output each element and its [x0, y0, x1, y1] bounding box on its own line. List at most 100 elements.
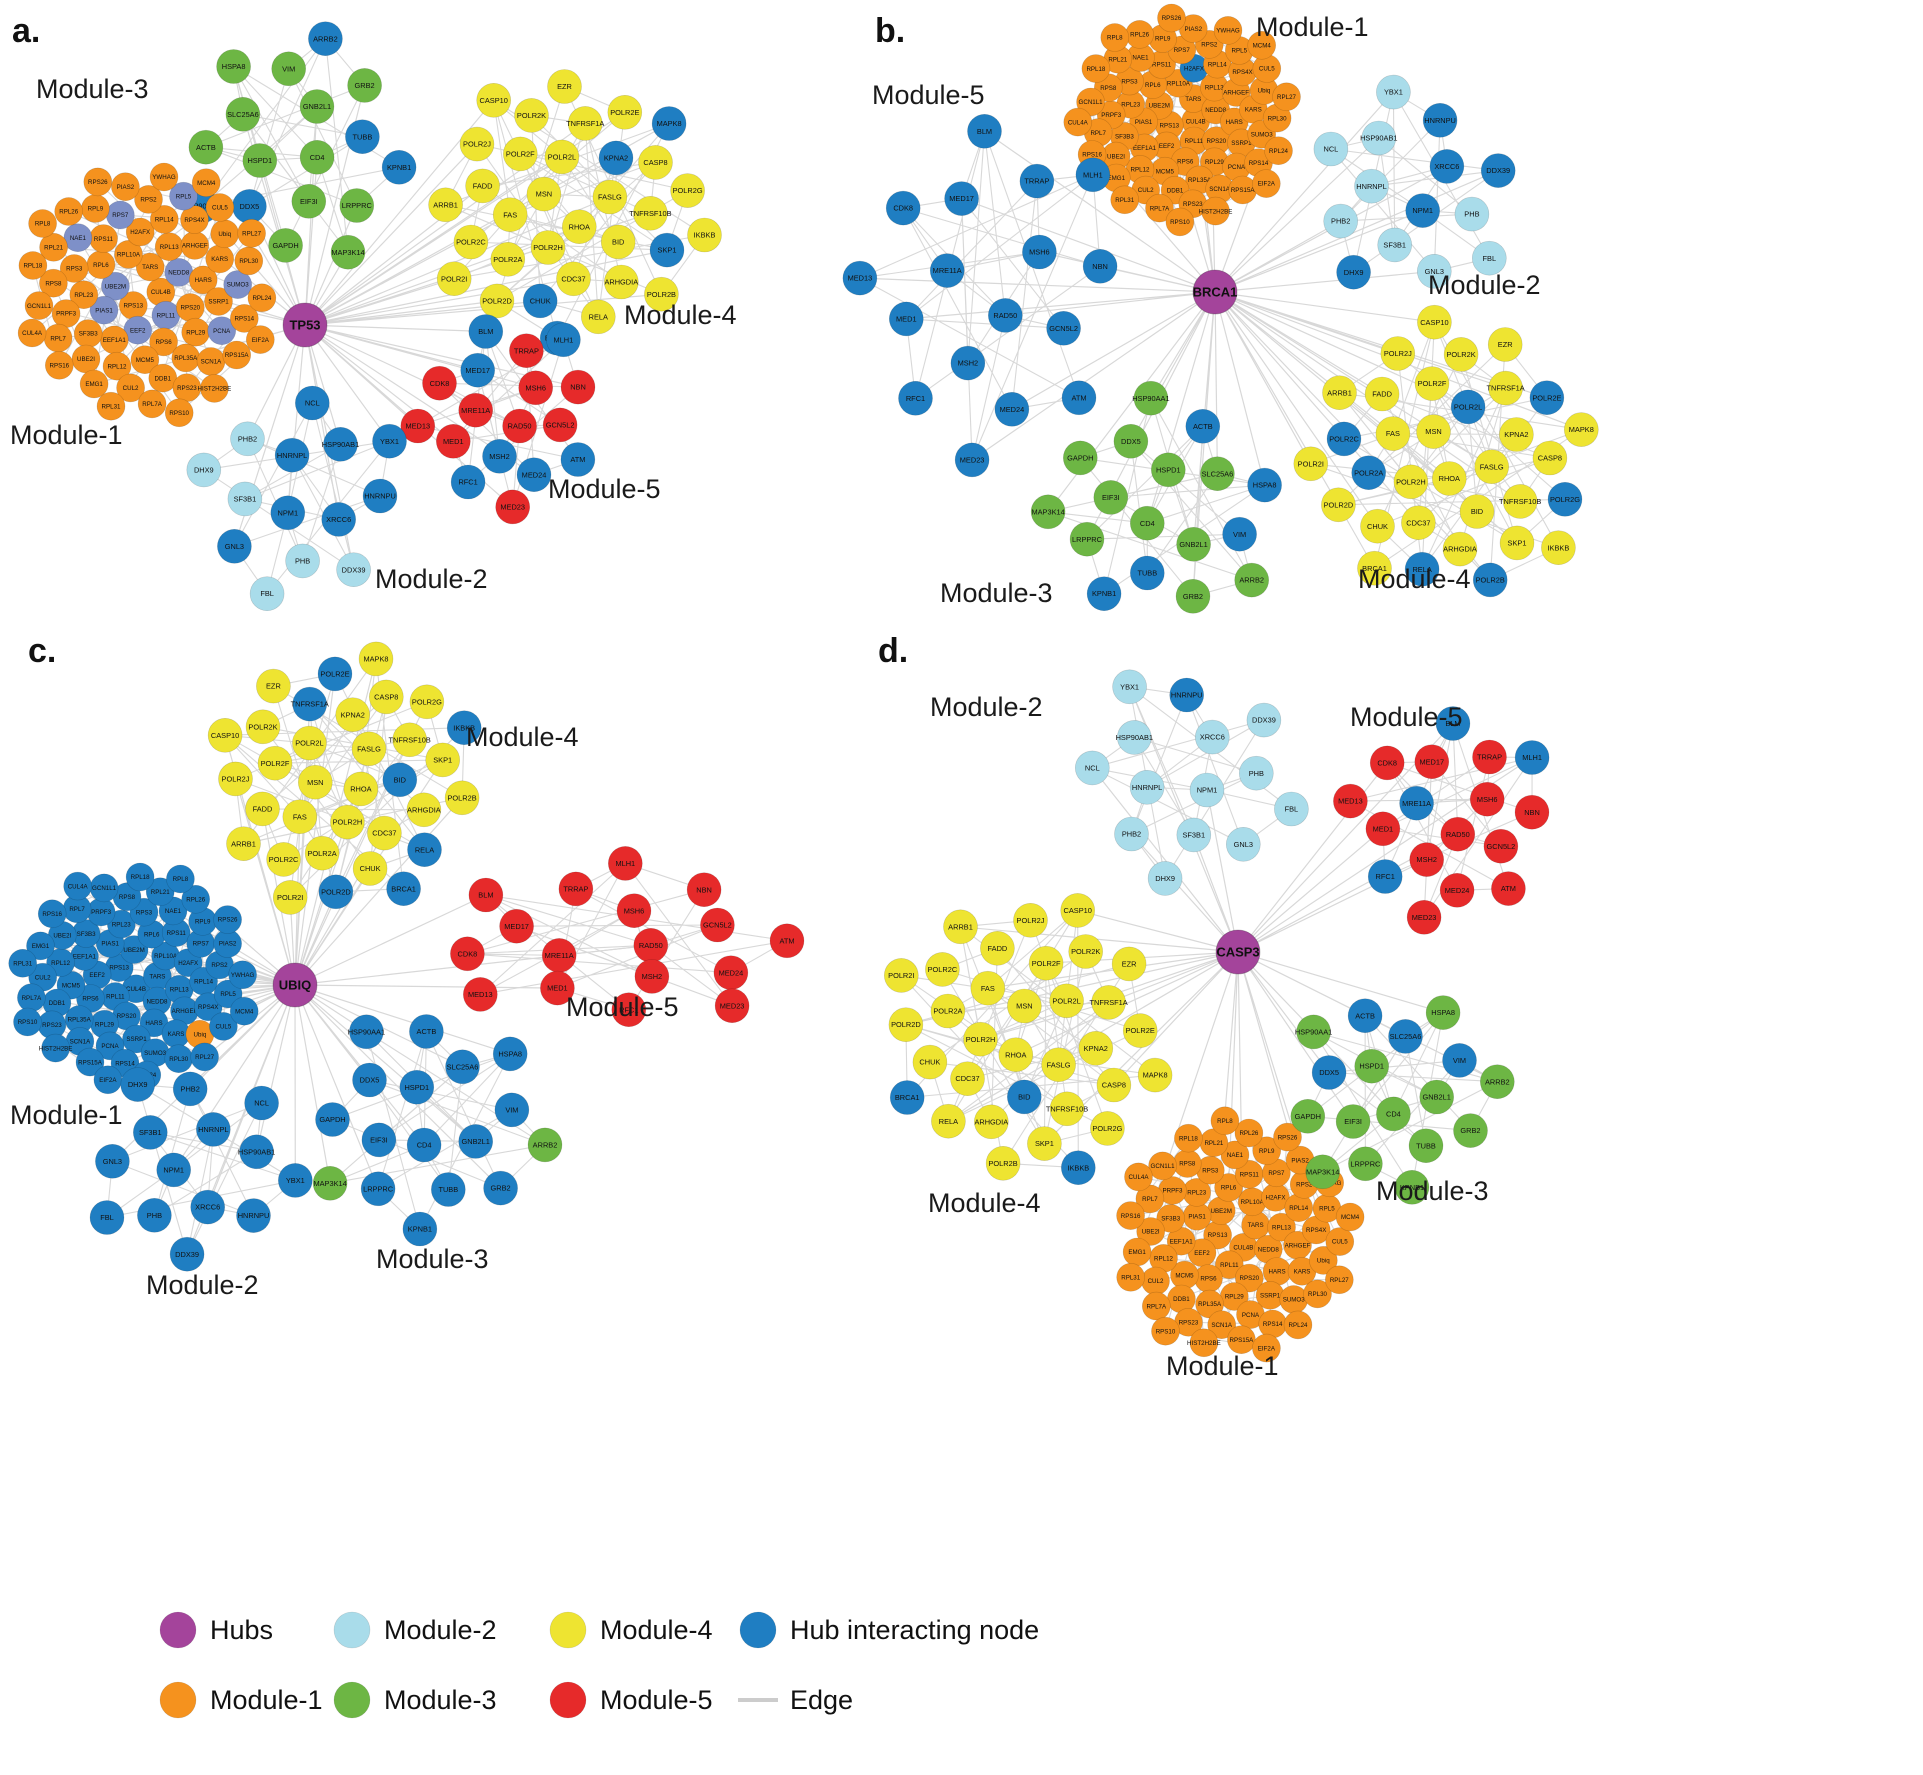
node-ezr: EZR	[1111, 946, 1147, 982]
node-trrap: TRRAP	[1472, 739, 1507, 775]
node-rhoa: RHOA	[561, 209, 597, 244]
node-rela: RELA	[407, 832, 442, 868]
node-polr2d: POLR2D	[1321, 487, 1356, 523]
module-label-c-module-3: Module-3	[376, 1244, 489, 1274]
node-arhgdia: ARHGDIA	[973, 1104, 1009, 1140]
node-cul4a: CUL4A	[63, 871, 92, 901]
node-label: POLR2L	[1052, 996, 1080, 1005]
node-label: NCL	[1085, 764, 1100, 773]
node-eif3i: EIF3I	[1335, 1104, 1371, 1139]
node-label: POLR2D	[321, 887, 351, 896]
node-arhgef: ARHGEF	[1283, 1230, 1312, 1260]
node-phb2: PHB2	[230, 421, 265, 457]
node-label: MED1	[1373, 824, 1394, 833]
node-label: NBN	[696, 885, 712, 894]
node-med24: MED24	[994, 391, 1030, 427]
node-label: MSH2	[642, 972, 663, 981]
node-label: EZR	[1498, 340, 1513, 349]
node-arhgdia: ARHGDIA	[406, 792, 442, 828]
node-label: NBN	[1524, 808, 1540, 817]
node-label: RPS13	[1159, 122, 1179, 129]
node-label: RPL13	[170, 987, 189, 994]
node-rpl8: RPL8	[1210, 1106, 1240, 1136]
node-label: RPL7A	[22, 995, 42, 1002]
node-label: RPS2	[1296, 1182, 1313, 1189]
node-casp10: CASP10	[207, 717, 243, 753]
node-label: CUL5	[1259, 66, 1275, 73]
node-label: HARS	[1226, 119, 1243, 126]
node-cd4: CD4	[299, 140, 335, 175]
node-label: RPL7	[69, 906, 85, 913]
node-label: SKP1	[433, 756, 452, 765]
node-label: ATM	[1071, 393, 1086, 402]
node-med17: MED17	[1414, 744, 1450, 780]
node-label: DHX9	[1344, 268, 1364, 277]
node-rps2: RPS2	[134, 185, 163, 214]
node-gcn5l2: GCN5L2	[1046, 310, 1081, 346]
node-label: ARRB2	[1485, 1077, 1510, 1086]
node-label: GCN1L1	[92, 885, 117, 892]
node-phb2: PHB2	[172, 1071, 208, 1107]
node-gapdh: GAPDH	[1063, 440, 1098, 476]
node-label: TARS	[1185, 96, 1201, 103]
node-label: CUL4B	[126, 986, 146, 993]
node-label: VIM	[1233, 530, 1246, 539]
node-label: CASP10	[1420, 318, 1448, 327]
node-label: RPS13	[123, 303, 143, 310]
node-polr2k: POLR2K	[514, 98, 549, 133]
node-polr2e: POLR2E	[317, 656, 353, 692]
node-label: RPL14	[194, 978, 213, 985]
node-label: GNL3	[225, 542, 244, 551]
node-label: RPS16	[42, 911, 62, 918]
node-ddx39: DDX39	[336, 552, 371, 588]
node-label: ARHGDIA	[1443, 545, 1477, 554]
node-blm: BLM	[468, 877, 504, 913]
node-ybx1: YBX1	[1112, 669, 1147, 705]
node-chuk: CHUK	[1360, 508, 1395, 544]
node-label: CASP10	[480, 96, 508, 105]
node-polr2i: POLR2I	[272, 880, 308, 915]
node-emg1: EMG1	[26, 931, 55, 961]
node-label: TNFRSF10B	[629, 209, 671, 218]
node-rpl7a: RPL7A	[1145, 193, 1174, 223]
node-label: MAPK8	[363, 655, 388, 664]
node-label: MSH6	[525, 383, 546, 392]
node-label: CD4	[417, 1141, 432, 1150]
node-label: RPS7	[1174, 47, 1191, 54]
node-med23: MED23	[714, 988, 750, 1024]
node-hspd1: HSPD1	[1151, 452, 1186, 488]
node-label: POLR2F	[1418, 379, 1447, 388]
node-label: RPS8	[1100, 85, 1117, 92]
node-label: RAD50	[1446, 830, 1470, 839]
node-mre11a: MRE11A	[541, 938, 577, 973]
node-label: RPS13	[109, 965, 129, 972]
node-label: CDK8	[430, 379, 450, 388]
node-label: RPS23	[1179, 1319, 1199, 1326]
node-label: EZR	[557, 82, 572, 91]
node-mcm4: MCM4	[1247, 30, 1276, 60]
node-label: RPS16	[1121, 1213, 1141, 1220]
node-pias1: PIAS1	[89, 295, 119, 325]
node-kpna2: KPNA2	[1499, 417, 1534, 452]
node-gnl3: GNL3	[217, 528, 252, 564]
node-label: MED1	[547, 984, 568, 993]
node-casp8: CASP8	[638, 145, 673, 180]
node-label: HSP90AA1	[183, 202, 220, 211]
node-label: ARRB2	[533, 1141, 558, 1150]
node-label: POLR2A	[933, 1007, 962, 1016]
node-hnrnpu: HNRNPU	[1422, 103, 1458, 138]
node-label: MSH2	[1416, 855, 1437, 864]
node-label: CHUK	[919, 1058, 940, 1067]
node-ybx1: YBX1	[372, 423, 407, 459]
node-rpl18: RPL18	[1081, 54, 1111, 83]
node-label: GCN5L2	[703, 921, 732, 930]
node-label: MRE11A	[1402, 799, 1431, 808]
node-polr2a: POLR2A	[1351, 455, 1386, 491]
node-label: RPS6	[1177, 159, 1194, 166]
node-arrb2: ARRB2	[1480, 1064, 1515, 1099]
node-hnrnpu: HNRNPU	[236, 1198, 271, 1233]
node-label: FASLG	[1480, 462, 1504, 471]
node-label: ARHGEF	[182, 243, 208, 250]
node-cul2: CUL2	[1141, 1266, 1170, 1296]
node-polr2g: POLR2G	[1547, 481, 1583, 517]
